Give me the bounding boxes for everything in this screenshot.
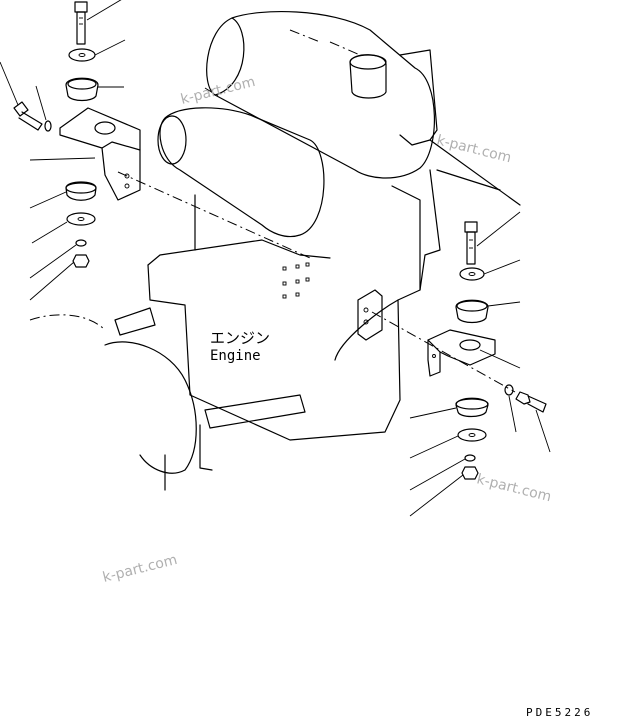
watermark: k-part.com: [101, 552, 179, 586]
block-hole-pattern: [282, 262, 310, 299]
right-washer-top: [459, 267, 485, 281]
right-bolt: [464, 221, 478, 265]
watermark: k-part.com: [475, 471, 553, 505]
left-rubber-mount-top: [65, 77, 99, 102]
left-rubber-mount-bottom: [65, 181, 97, 201]
right-rubber-mount-top: [455, 299, 489, 324]
right-leader-lines: [409, 211, 551, 517]
left-mount-assembly: [0, 0, 311, 301]
left-washer-top: [68, 48, 96, 62]
left-nut: [72, 254, 90, 268]
left-side-bolt: [13, 101, 43, 131]
right-block-plate: [357, 289, 383, 341]
engine-label-jp: エンジン: [210, 329, 270, 347]
right-side-bolt: [515, 391, 547, 413]
right-engine-bracket: [427, 329, 496, 377]
right-rubber-mount-bottom: [455, 397, 489, 418]
right-washer-bottom: [457, 428, 487, 442]
left-washer-bottom: [66, 212, 96, 226]
left-bolt: [74, 1, 88, 45]
watermark: k-part.com: [435, 132, 513, 166]
watermark: k-part.com: [179, 74, 257, 108]
right-mount-assembly: [357, 211, 551, 517]
left-lock-washer: [75, 239, 87, 247]
left-leader-lines: [0, 0, 126, 301]
right-lock-washer: [464, 454, 476, 462]
drawing-code: PDE5226: [526, 706, 593, 719]
engine-label-en: Engine: [210, 348, 261, 364]
engine-outline: [29, 10, 521, 491]
left-engine-bracket: [59, 107, 141, 201]
right-side-washer: [504, 384, 514, 396]
right-nut: [461, 466, 479, 480]
watermarks: k-part.com k-part.com k-part.com k-part.…: [101, 74, 553, 586]
engine-label: エンジン Engine: [210, 329, 270, 364]
left-side-washer: [44, 120, 52, 132]
